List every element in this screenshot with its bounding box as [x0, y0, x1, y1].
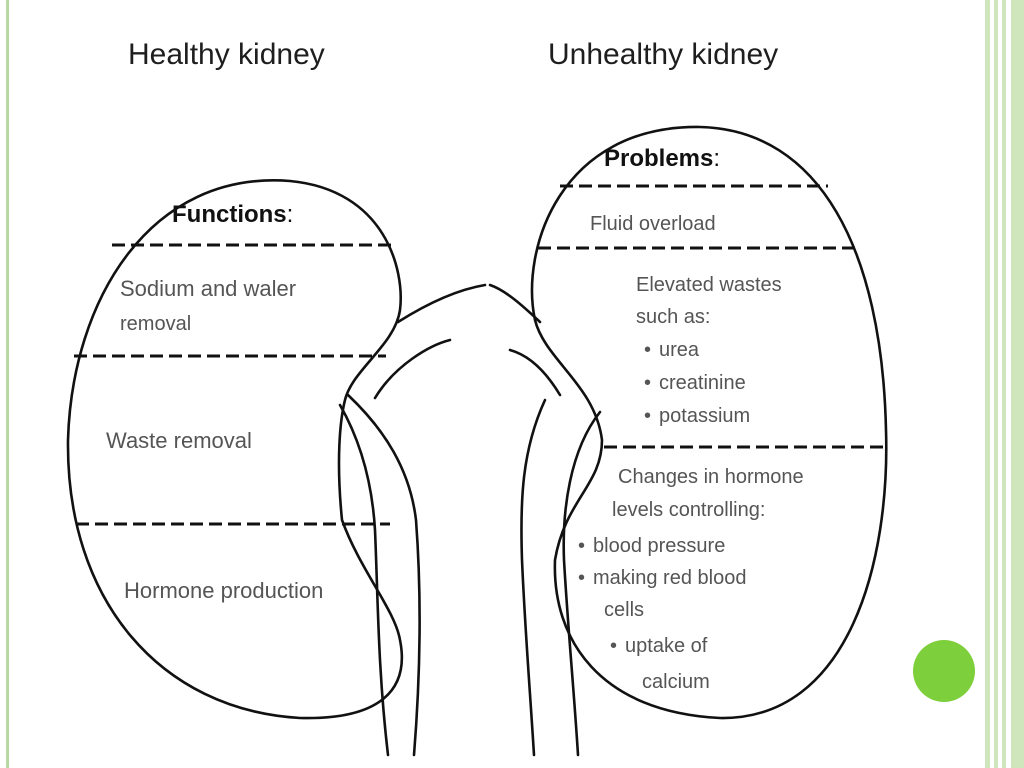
- left-frame-border: [6, 0, 9, 768]
- unhealthy-problem-label: Elevated wastes: [636, 274, 782, 296]
- healthy-kidney-outline: [66, 179, 404, 720]
- bullet-item: •uptake of: [610, 635, 708, 657]
- unhealthy-problem-label: Changes in hormone: [618, 466, 804, 488]
- unhealthy-ureter-right: [562, 410, 602, 757]
- green-accent-dot: [913, 640, 975, 702]
- problems-header: Problems:: [604, 145, 720, 172]
- right-frame-stripe: [1011, 0, 1024, 768]
- unhealthy-kidney-outline: [530, 125, 888, 720]
- bullet-item: •urea: [644, 339, 700, 361]
- unhealthy-kidney-title: Unhealthy kidney: [548, 38, 778, 71]
- right-frame-stripe: [985, 0, 990, 768]
- bullet-item: •potassium: [644, 405, 750, 427]
- functions-header: Functions:: [172, 201, 293, 228]
- healthy-ureter-left: [338, 403, 390, 757]
- bullet-item-continuation: cells: [604, 599, 644, 621]
- unhealthy-vessel-lower: [508, 348, 562, 397]
- healthy-ureter-right: [346, 393, 421, 757]
- unhealthy-vessel-upper: [488, 283, 542, 324]
- unhealthy-problem-label: Fluid overload: [590, 213, 716, 235]
- healthy-function-label: Waste removal: [106, 428, 252, 453]
- healthy-function-label: Sodium and waler: [120, 276, 296, 301]
- right-frame-stripe: [994, 0, 998, 768]
- healthy-function-label: Hormone production: [124, 578, 323, 603]
- healthy-vessel-upper: [396, 283, 487, 324]
- bullet-item-continuation: calcium: [642, 671, 710, 693]
- unhealthy-problem-label: such as:: [636, 306, 710, 328]
- unhealthy-ureter-left: [520, 398, 547, 757]
- healthy-function-label: removal: [120, 313, 191, 335]
- bullet-item: •blood pressure: [578, 535, 725, 557]
- bullet-item: •making red blood: [578, 567, 746, 589]
- unhealthy-problem-label: levels controlling:: [612, 499, 765, 521]
- bullet-item: •creatinine: [644, 372, 746, 394]
- healthy-vessel-lower: [373, 338, 452, 400]
- right-frame-stripe: [1002, 0, 1006, 768]
- healthy-kidney-title: Healthy kidney: [128, 38, 325, 71]
